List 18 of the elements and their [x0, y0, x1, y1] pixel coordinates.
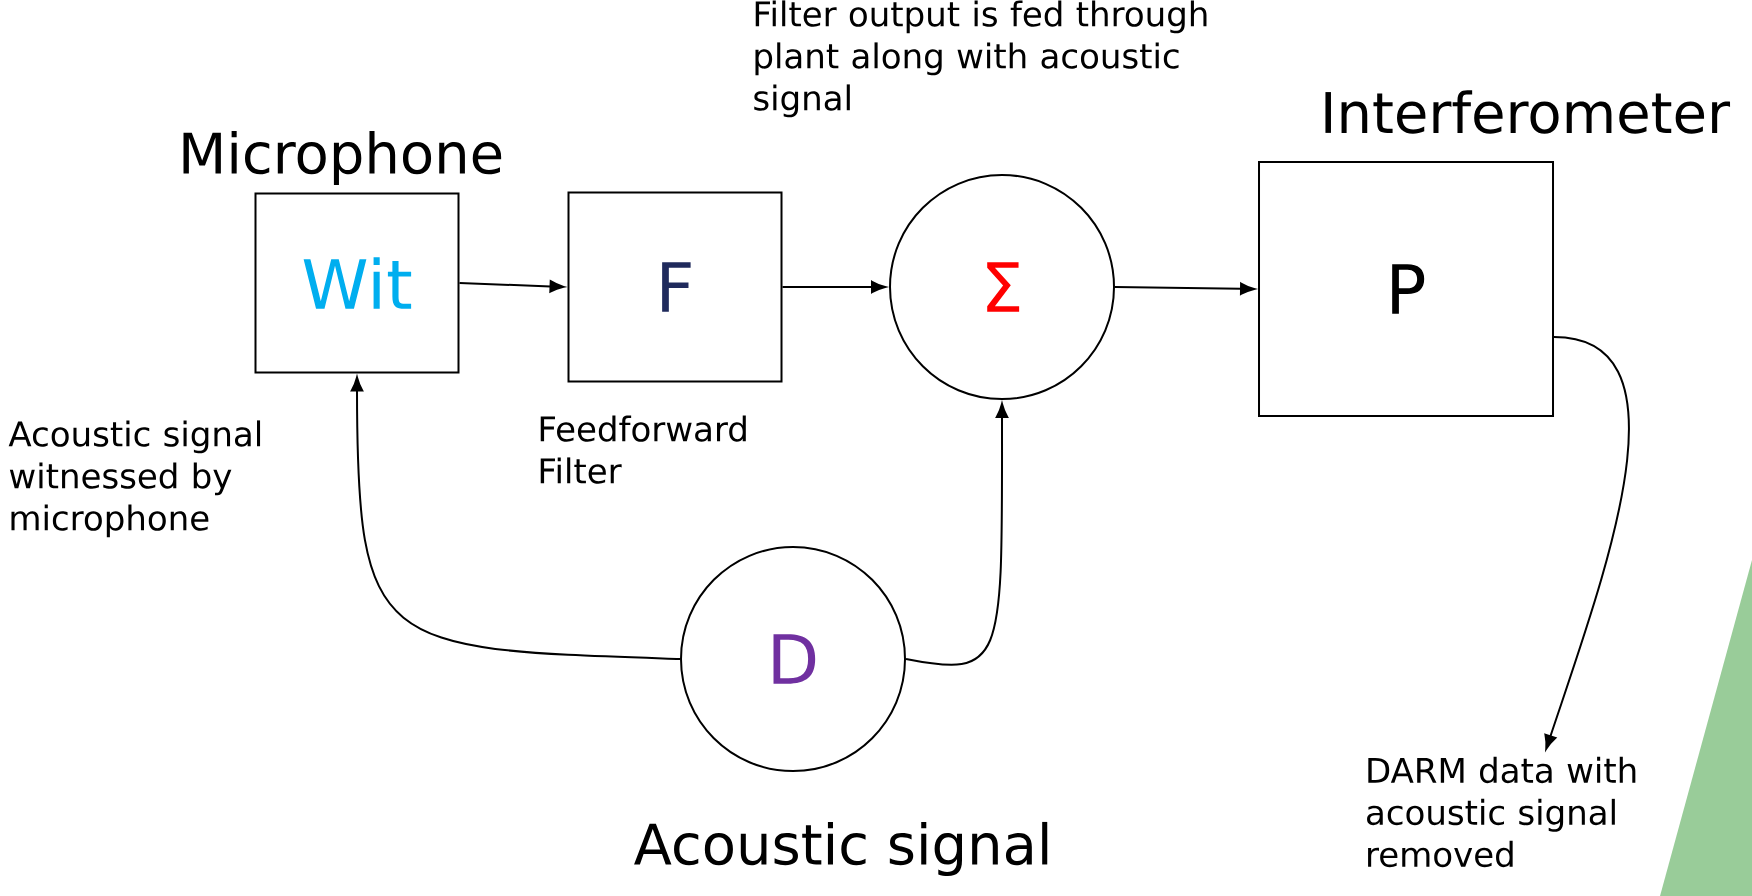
arrow: [1114, 282, 1255, 295]
circle-node: Σ: [889, 174, 1115, 400]
caption-text: Filter output is fed through plant along with acoustic signal: [754, 0, 1207, 118]
arrow: [905, 403, 1009, 666]
heading: Microphone: [183, 130, 502, 186]
circle-node: D: [680, 546, 906, 772]
arrow: [458, 280, 565, 293]
arrow: [350, 376, 681, 660]
arrow: [781, 280, 886, 294]
heading: Interferometer: [1325, 90, 1731, 134]
note-text: DARM data with acoustic signal removed: [1367, 756, 1636, 868]
caption-text: Feedforward Filter: [540, 415, 746, 484]
process-box: P: [1258, 161, 1554, 417]
process-box: Wit: [254, 192, 460, 374]
arrow: [1544, 336, 1630, 750]
process-box: F: [567, 191, 783, 383]
heading: Acoustic signal: [634, 821, 1048, 877]
note-text: Acoustic signal witnessed by microphone: [8, 420, 261, 538]
